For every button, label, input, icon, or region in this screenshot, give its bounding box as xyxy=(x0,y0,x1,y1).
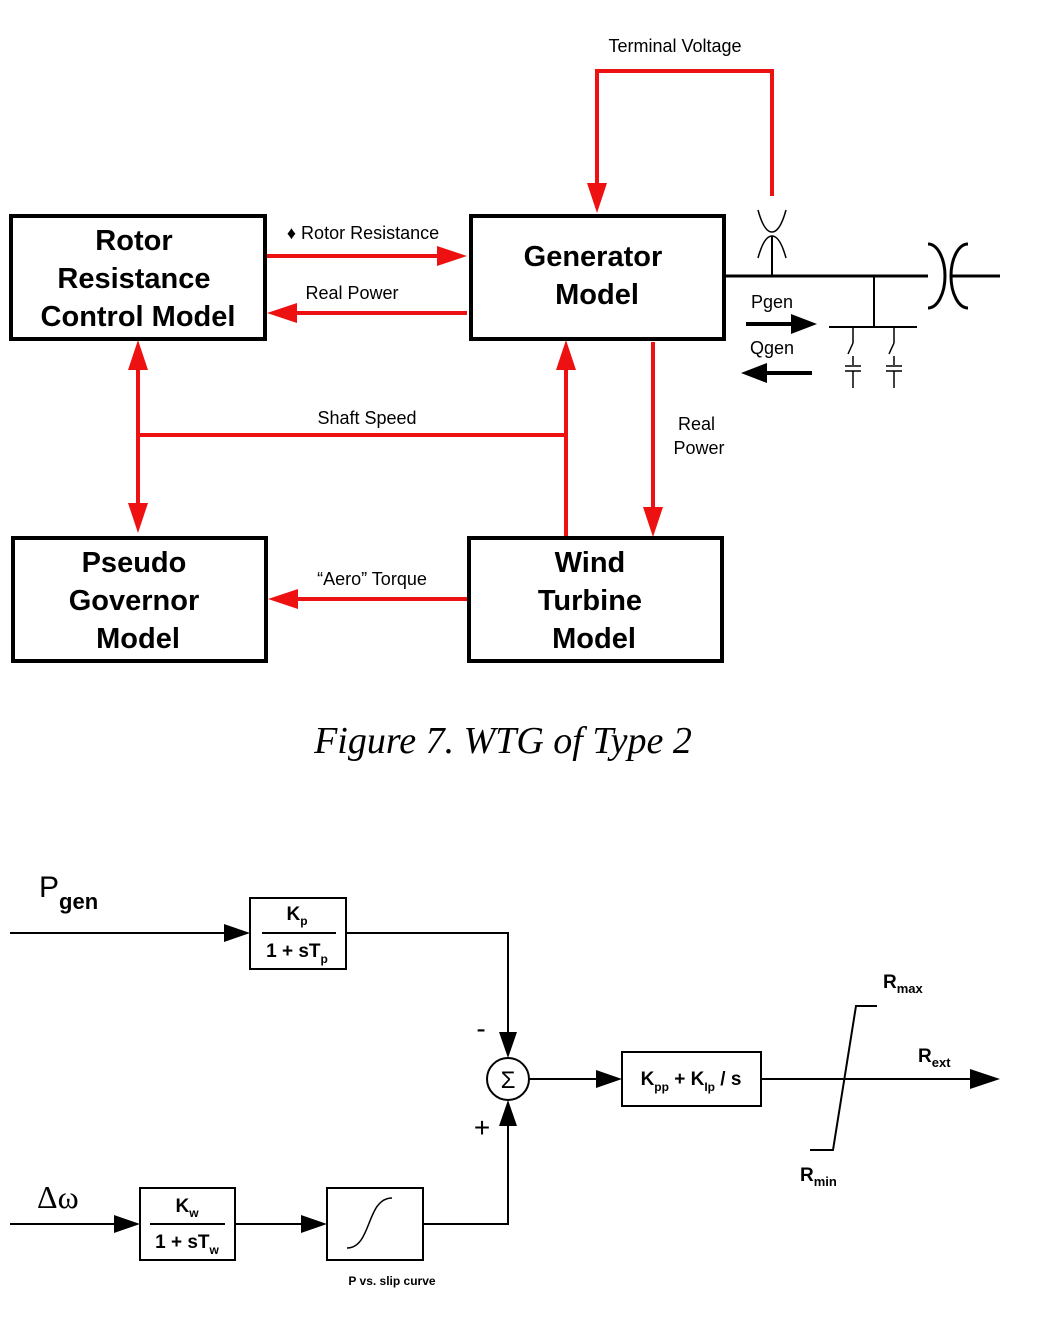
rext-output-label: Rext xyxy=(918,1046,951,1070)
arrowhead-terminal-voltage xyxy=(587,183,607,213)
rmin-label: Rmin xyxy=(800,1165,837,1189)
arrowhead-summer-plus xyxy=(499,1100,517,1126)
rotor-resistance-control-block-diagram: Kp 1 + sTp Kw 1 + sTw P vs. slip curve K… xyxy=(10,871,1000,1288)
rotor-resistance-block-label: Rotor Resistance Control Model xyxy=(41,225,236,333)
arrowhead-summer-minus xyxy=(499,1032,517,1058)
arrowhead-kw-in xyxy=(114,1215,140,1233)
kp-denominator: 1 + sTp xyxy=(266,941,328,966)
arrowhead-kp-in xyxy=(224,924,250,942)
wind-turbine-block xyxy=(467,536,724,663)
kw-filter-block: Kw 1 + sTw xyxy=(139,1187,236,1261)
signal-lines xyxy=(136,69,774,601)
kw-numerator: Kw xyxy=(175,1196,199,1220)
arrowhead-rext-out xyxy=(970,1069,1000,1089)
power-flow-arrows xyxy=(746,322,812,375)
rmax-label: Rmax xyxy=(883,972,924,996)
real-power-down-label: Real Power xyxy=(673,414,724,458)
slip-curve-block: P vs. slip curve xyxy=(326,1187,436,1288)
sigma-symbol: Σ xyxy=(501,1067,516,1094)
arrowhead-shaft-up xyxy=(128,340,148,370)
arrowhead-aero-torque xyxy=(268,589,298,609)
arrowhead-slip-in xyxy=(301,1215,327,1233)
voltage-transformer xyxy=(757,209,787,276)
figure7-wtg-type2: Rotor Resistance Control Model Generator… xyxy=(9,36,1000,762)
arrowhead-rotor-resistance xyxy=(437,246,467,266)
qgen-arrowhead xyxy=(741,363,767,383)
transformer-coil-right xyxy=(949,242,969,310)
real-power-left-label: Real Power xyxy=(305,283,398,303)
control-signal-lines xyxy=(10,932,978,1225)
blocks xyxy=(9,214,726,663)
qgen-label: Qgen xyxy=(750,338,794,358)
pi-transfer-function: Kpp + KIp / s xyxy=(641,1069,742,1094)
slip-curve-label: P vs. slip curve xyxy=(348,1274,435,1288)
generator-model-block xyxy=(469,214,726,341)
aero-torque-label: “Aero” Torque xyxy=(317,569,427,589)
pgen-arrowhead xyxy=(791,314,817,334)
terminal-voltage-label: Terminal Voltage xyxy=(608,36,741,56)
network-one-line xyxy=(724,242,1000,328)
capacitor-branches xyxy=(845,327,902,388)
summer-minus-sign: - xyxy=(476,1013,485,1044)
kp-numerator: Kp xyxy=(286,904,307,928)
control-arrowheads xyxy=(114,924,1000,1233)
pseudo-governor-block xyxy=(11,536,268,663)
arrowhead-pi-in xyxy=(596,1070,622,1088)
s-curve-icon xyxy=(346,1197,393,1249)
shaft-speed-label: Shaft Speed xyxy=(317,408,416,428)
arrowhead-real-power-down xyxy=(643,507,663,537)
summer-plus-sign: + xyxy=(474,1112,490,1143)
transformer-coil-left xyxy=(927,242,947,310)
kw-denominator: 1 + sTw xyxy=(155,1232,219,1257)
figure-caption: Figure 7. WTG of Type 2 xyxy=(313,720,692,762)
terminal-voltage-line xyxy=(595,69,774,196)
arrowhead-shaft-down xyxy=(128,503,148,533)
wind-turbine-block-label: Wind Turbine Model xyxy=(538,547,650,655)
rotor-resistance-signal-label: ♦ Rotor Resistance xyxy=(287,223,439,243)
summing-junction: Σ - + xyxy=(474,1013,530,1143)
limiter-symbol xyxy=(810,1005,877,1151)
pseudo-governor-block-label: Pseudo Governor Model xyxy=(69,547,208,655)
domega-input-label: Δω xyxy=(37,1179,79,1215)
vt-coil-upper xyxy=(757,209,787,233)
pgen-input-label: Pgen xyxy=(39,871,98,914)
signal-arrowheads xyxy=(128,183,663,609)
kp-output-line xyxy=(346,932,509,1036)
rotor-resistance-control-block xyxy=(9,214,267,341)
pi-controller-block: Kpp + KIp / s xyxy=(621,1051,762,1107)
arrowhead-real-power-left xyxy=(267,303,297,323)
arrowhead-generator-up xyxy=(556,340,576,370)
generator-block-label: Generator Model xyxy=(524,241,671,311)
kp-filter-block: Kp 1 + sTp xyxy=(249,897,347,970)
pgen-label: Pgen xyxy=(751,292,793,312)
slip-output-line xyxy=(423,1122,509,1225)
